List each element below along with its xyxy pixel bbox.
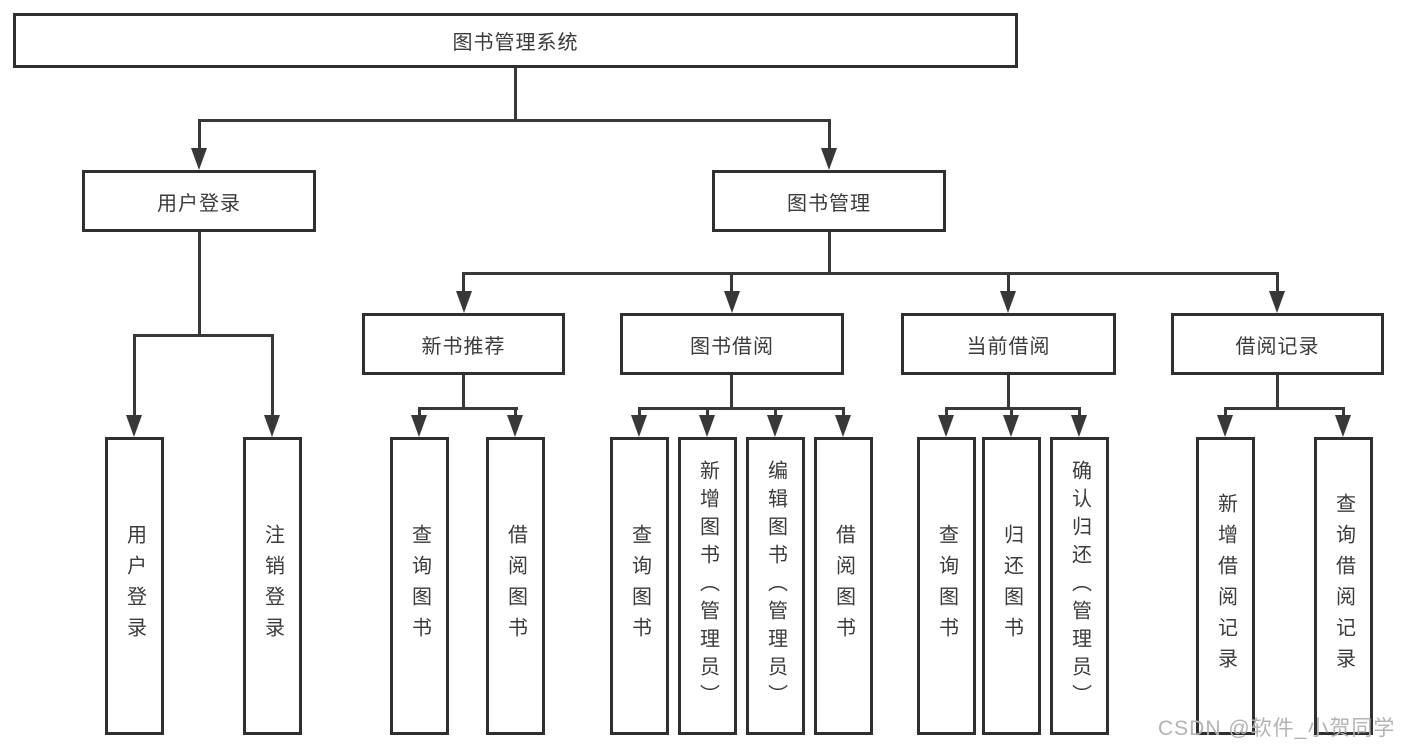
leaf-rec-borrow-books: 借阅图书	[486, 437, 545, 735]
arrowhead-user-login-icon	[191, 148, 207, 170]
node-label: 图书管理系统	[452, 32, 579, 54]
connector-bb-stub	[730, 375, 733, 410]
connector-drop-cb-confirm	[1078, 407, 1081, 417]
connector-drop-br-query	[1342, 407, 1345, 417]
leaf-label: 归还图书	[1000, 524, 1023, 648]
leaf-label: 查询借阅记录	[1332, 493, 1355, 679]
node-new-book-recommendation: 新书推荐	[362, 313, 565, 375]
arrowhead-cb-confirm-icon	[1071, 415, 1087, 437]
node-current-borrowing: 当前借阅	[901, 313, 1116, 375]
leaf-label: 查询图书	[408, 524, 431, 648]
connector-rec-stub	[462, 375, 465, 410]
arrowhead-bb-edit-icon	[767, 415, 783, 437]
connector-drop-user-login	[198, 119, 201, 150]
arrowhead-br-query-icon	[1335, 415, 1351, 437]
connector-level3-bar	[462, 272, 1279, 275]
leaf-bb-edit-books-admin: 编辑图书（管理员）	[746, 437, 805, 735]
leaf-label: 借阅图书	[832, 524, 855, 648]
arrowhead-new-book-rec-icon	[456, 291, 472, 313]
node-label: 借阅记录	[1235, 335, 1320, 358]
connector-user-login-drop	[198, 232, 201, 336]
connector-drop-bb-query	[638, 407, 641, 417]
leaf-rec-query-books: 查询图书	[390, 437, 449, 735]
arrowhead-bb-query-icon	[631, 415, 647, 437]
leaf-cb-confirm-return-admin: 确认归还（管理员）	[1050, 437, 1109, 735]
connector-user-login-bar	[133, 334, 274, 337]
node-borrowing-records: 借阅记录	[1171, 313, 1384, 375]
connector-root-drop	[514, 68, 517, 122]
node-root-book-management-system: 图书管理系统	[13, 13, 1018, 68]
arrowhead-book-mgmt-icon	[821, 148, 837, 170]
leaf-label: 借阅图书	[504, 524, 527, 648]
connector-drop-current-borrow	[1007, 272, 1010, 293]
node-book-borrowing: 图书借阅	[620, 313, 844, 375]
connector-drop-cb-return	[1010, 407, 1013, 417]
leaf-label: 用户登录	[123, 524, 146, 648]
connector-cb-stub	[1007, 375, 1010, 410]
arrowhead-borrow-record-icon	[1269, 291, 1285, 313]
watermark: CSDN @软件_小贺同学	[1158, 717, 1396, 740]
arrowhead-cb-query-icon	[938, 415, 954, 437]
leaf-cb-query-books: 查询图书	[917, 437, 976, 735]
leaf-cb-return-books: 归还图书	[982, 437, 1041, 735]
arrowhead-rec-borrow-icon	[507, 415, 523, 437]
leaf-label: 查询图书	[628, 524, 651, 648]
connector-level2-bar	[198, 119, 831, 122]
connector-drop-bb-borrow	[842, 407, 845, 417]
node-label: 图书借阅	[690, 335, 774, 358]
connector-drop-leaf-logout	[271, 334, 274, 416]
arrowhead-bb-borrow-icon	[835, 415, 851, 437]
leaf-bb-borrow-books: 借阅图书	[814, 437, 873, 735]
connector-bb-bar	[638, 407, 845, 410]
leaf-label: 查询图书	[935, 524, 958, 648]
node-label: 当前借阅	[966, 335, 1051, 358]
leaf-label: 编辑图书（管理员）	[764, 460, 787, 712]
arrowhead-cb-return-icon	[1003, 415, 1019, 437]
node-user-login-branch: 用户登录	[82, 170, 316, 232]
arrowhead-rec-query-icon	[411, 415, 427, 437]
node-label: 图书管理	[787, 192, 871, 215]
connector-drop-new-book-rec	[462, 272, 465, 293]
leaf-logout: 注销登录	[243, 437, 302, 735]
connector-drop-rec-borrow	[514, 407, 517, 417]
connector-drop-leaf-user-login	[133, 334, 136, 416]
arrowhead-br-add-icon	[1217, 415, 1233, 437]
leaf-user-login: 用户登录	[105, 437, 164, 735]
connector-drop-bb-edit	[774, 407, 777, 417]
leaf-br-add-record: 新增借阅记录	[1196, 437, 1255, 735]
node-label: 新书推荐	[421, 335, 506, 358]
connector-br-stub	[1276, 375, 1279, 410]
arrowhead-leaf-logout-icon	[264, 415, 280, 437]
leaf-bb-add-books-admin: 新增图书（管理员）	[678, 437, 737, 735]
arrowhead-bb-add-icon	[699, 415, 715, 437]
arrowhead-current-borrow-icon	[1000, 291, 1016, 313]
connector-drop-borrow-record	[1276, 272, 1279, 293]
connector-drop-book-borrow	[730, 272, 733, 293]
node-book-management-branch: 图书管理	[712, 170, 946, 232]
connector-drop-book-mgmt	[828, 119, 831, 150]
leaf-label: 新增图书（管理员）	[696, 460, 719, 712]
leaf-label: 确认归还（管理员）	[1068, 460, 1091, 712]
connector-drop-cb-query	[945, 407, 948, 417]
arrowhead-leaf-user-login-icon	[126, 415, 142, 437]
connector-br-bar	[1224, 407, 1344, 410]
connector-drop-br-add	[1224, 407, 1227, 417]
node-label: 用户登录	[157, 192, 241, 215]
arrowhead-book-borrow-icon	[724, 291, 740, 313]
connector-rec-bar	[418, 407, 518, 410]
leaf-label: 注销登录	[261, 524, 284, 648]
connector-book-mgmt-drop	[828, 232, 831, 274]
connector-cb-bar	[945, 407, 1081, 410]
leaf-br-query-record: 查询借阅记录	[1314, 437, 1373, 735]
connector-drop-rec-query	[418, 407, 421, 417]
leaf-bb-query-books: 查询图书	[610, 437, 669, 735]
connector-drop-bb-add	[706, 407, 709, 417]
leaf-label: 新增借阅记录	[1214, 493, 1237, 679]
